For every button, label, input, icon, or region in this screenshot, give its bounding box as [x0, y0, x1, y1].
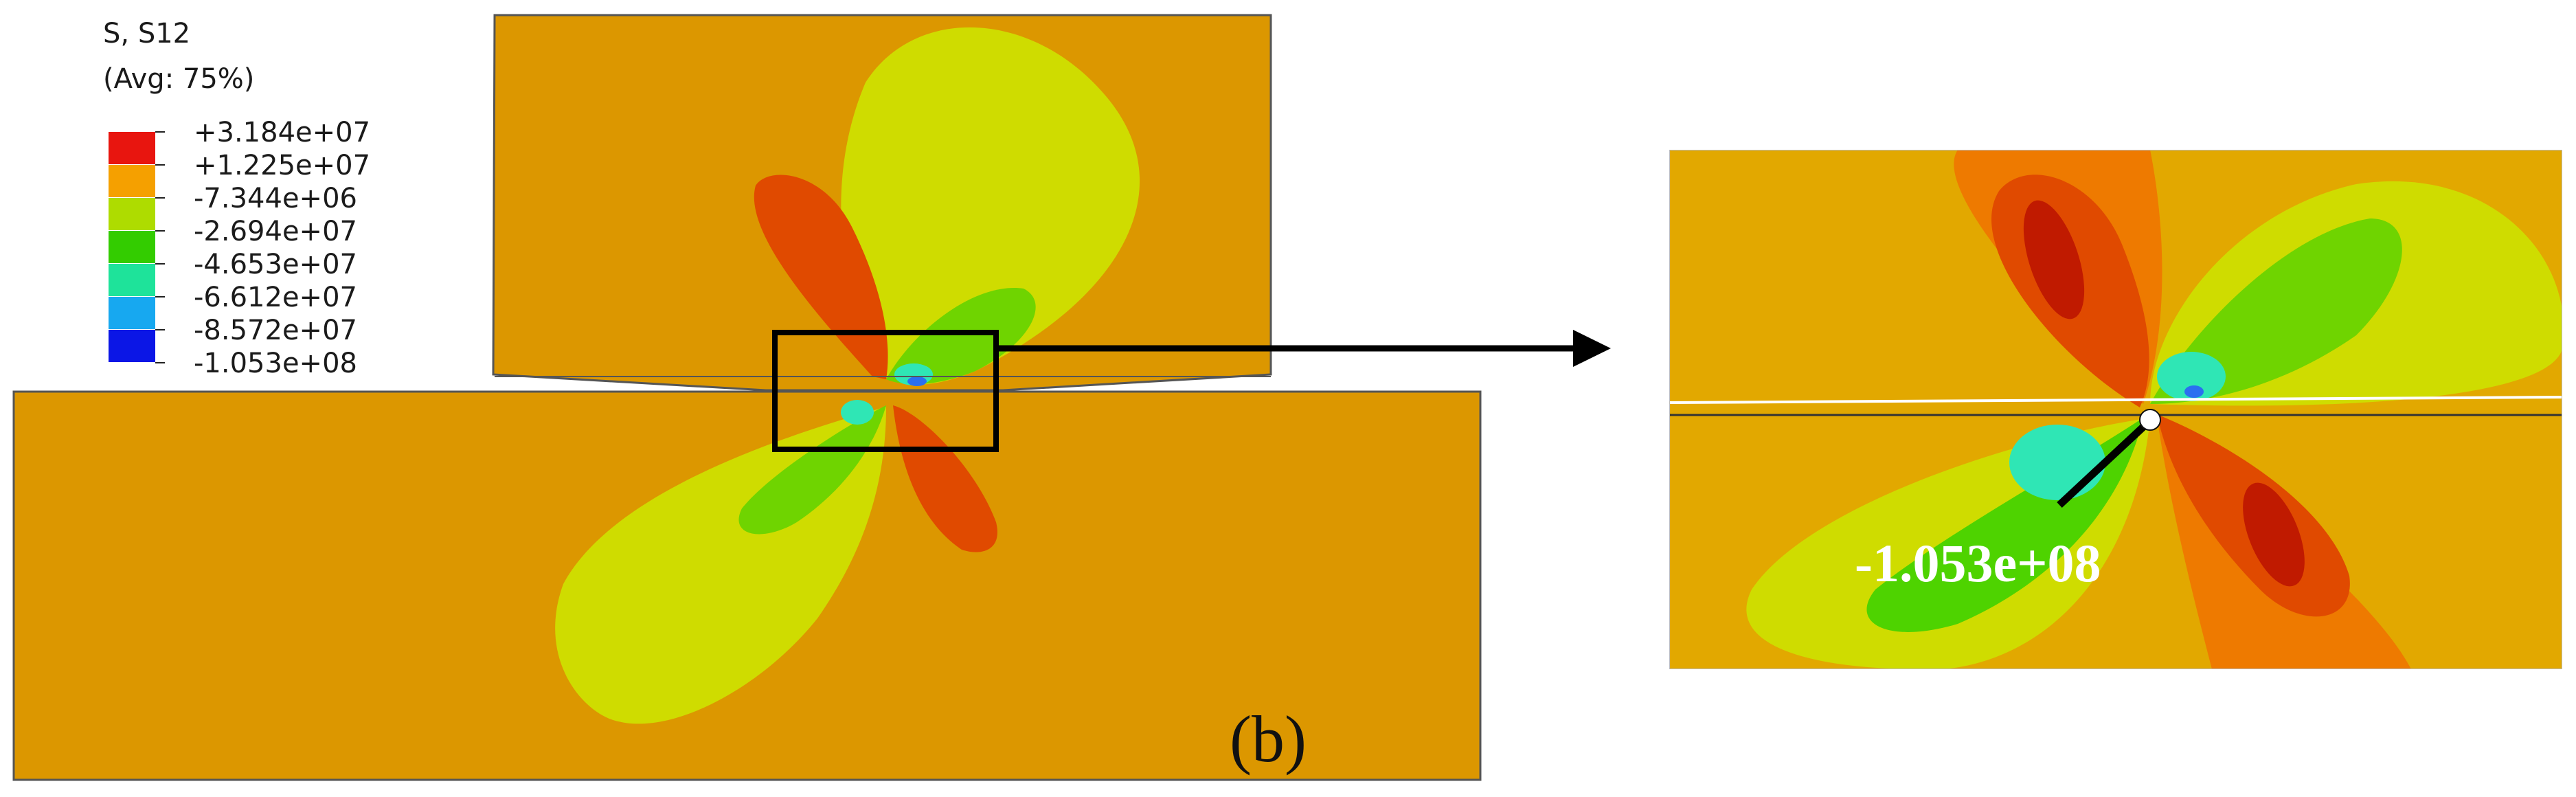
legend-swatch-1	[109, 132, 155, 164]
legend-swatch-5	[109, 264, 155, 296]
lower-red-lobe	[893, 405, 997, 552]
legend-swatch-2	[109, 165, 155, 197]
legend-label-1: +3.184e+07	[194, 117, 370, 148]
inset-cyan-upper	[2157, 352, 2226, 401]
inset-interface-upper	[1669, 396, 2562, 404]
upper-yellow-lobe	[841, 27, 1140, 385]
legend-label-8: -1.053e+08	[194, 348, 357, 379]
upper-green-lobe	[886, 288, 1036, 385]
legend: S, S12 (Avg: 75%) +3.184e+07 +1.225e+07 …	[103, 18, 370, 379]
inset-red-core-lower	[2243, 482, 2305, 587]
callout-pointer-dot	[2139, 409, 2161, 431]
main-contour-plot: (b)	[12, 14, 1482, 781]
callout-value-label: -1.053e+08	[1855, 533, 2101, 593]
legend-swatches	[109, 132, 155, 362]
cyan-concentration-lower	[841, 400, 874, 425]
inset-red-core-upper	[2023, 200, 2085, 319]
legend-swatch-7	[109, 330, 155, 362]
lower-green-lobe	[738, 405, 886, 535]
panel-label: (b)	[1230, 702, 1307, 776]
legend-title: S, S12	[103, 18, 190, 49]
legend-ticks	[155, 131, 165, 363]
legend-label-7: -8.572e+07	[194, 315, 357, 346]
legend-label-6: -6.612e+07	[194, 282, 357, 313]
callout-pointer-line	[2057, 418, 2151, 508]
legend-swatch-3	[109, 198, 155, 230]
zoom-arrow	[996, 330, 1611, 367]
zoom-box	[772, 330, 999, 452]
legend-swatch-6	[109, 297, 155, 329]
blue-concentration	[907, 377, 927, 386]
legend-label-4: -2.694e+07	[194, 216, 357, 247]
upper-red-lobe	[754, 175, 888, 379]
legend-label-3: -7.344e+06	[194, 183, 357, 214]
inset-blue-tip	[2184, 385, 2204, 398]
inset-cyan-lower	[2009, 425, 2105, 500]
legend-swatch-4	[109, 231, 155, 263]
legend-label-5: -4.653e+07	[194, 249, 357, 280]
legend-label-2: +1.225e+07	[194, 150, 370, 181]
legend-subtitle: (Avg: 75%)	[103, 63, 254, 95]
zoomed-inset: -1.053e+08	[1669, 150, 2562, 669]
